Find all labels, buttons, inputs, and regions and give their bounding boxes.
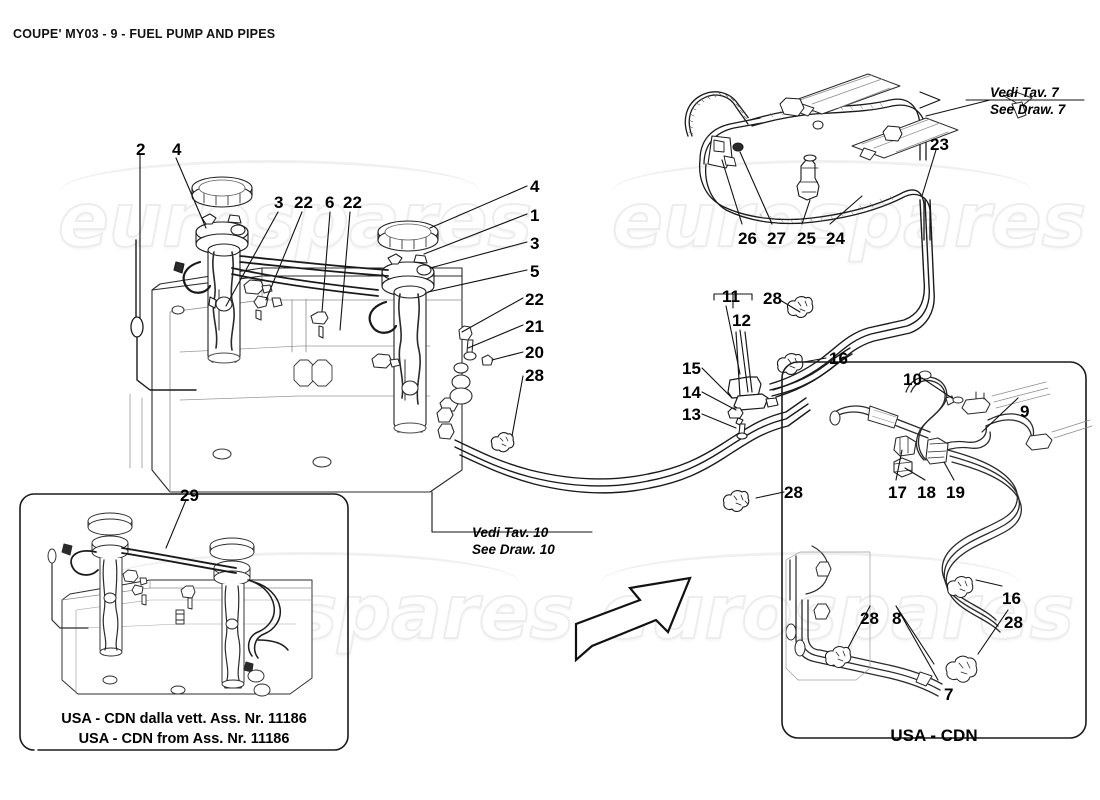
- callout-number: 6: [325, 193, 335, 212]
- callout-number-inset-right: 28: [860, 609, 879, 628]
- leader-lines: [139, 91, 1085, 681]
- callout-number: 20: [525, 343, 544, 362]
- inset-left-caption-it: USA - CDN dalla vett. Ass. Nr. 11186: [61, 711, 307, 727]
- reference-note-draw10: Vedi Tav. 10 See Draw. 10: [472, 524, 555, 559]
- reference-note-draw7-en: See Draw. 7: [990, 102, 1066, 118]
- callout-number-inset-left: 29: [180, 486, 199, 505]
- callout-number-inset-right: 10: [903, 370, 922, 389]
- callout-number: 22: [525, 290, 544, 309]
- callout-number-inset-right: 28: [1004, 613, 1023, 632]
- callout-number: 3: [274, 193, 284, 212]
- page-title: COUPE' MY03 - 9 - FUEL PUMP AND PIPES: [13, 27, 276, 41]
- callout-number: 2: [136, 140, 146, 159]
- inset-right-frame: [781, 361, 1087, 739]
- reference-note-draw10-en: See Draw. 10: [472, 542, 555, 558]
- pump-right-fittings: [436, 325, 515, 453]
- callout-number: 16: [829, 349, 848, 368]
- callout-number: 22: [294, 193, 313, 212]
- callout-number: 23: [930, 135, 949, 154]
- reference-note-draw10-it: Vedi Tav. 10: [472, 525, 549, 540]
- callout-number-inset-right: 7: [944, 685, 954, 704]
- callout-number: 28: [784, 483, 803, 502]
- reference-note-draw7: Vedi Tav. 7 See Draw. 7: [990, 84, 1065, 119]
- callout-number: 12: [732, 311, 751, 330]
- callout-number-inset-right: 8: [892, 609, 902, 628]
- engine-bay-hoses: [682, 73, 1033, 241]
- line-clip: [722, 490, 750, 512]
- callout-number-inset-right: 18: [917, 483, 936, 502]
- callout-number: 14: [682, 383, 701, 402]
- inset-right-drawing: [785, 370, 1093, 697]
- callout-number: 11: [722, 287, 740, 306]
- callout-number: 15: [682, 359, 701, 378]
- callout-number: 22: [343, 193, 362, 212]
- callout-number: 28: [763, 289, 782, 308]
- inset-left-caption-en: USA - CDN from Ass. Nr. 11186: [78, 730, 290, 747]
- callout-number-inset-right: 16: [1002, 589, 1021, 608]
- callout-number: 28: [525, 366, 544, 385]
- callout-number: 26: [738, 229, 757, 248]
- callout-number: 24: [826, 229, 845, 248]
- inset-left-frame: [19, 493, 349, 754]
- callout-number-inset-right: 9: [1020, 402, 1030, 421]
- callout-number: 5: [530, 262, 540, 281]
- inset-right-caption: USA - CDN: [890, 726, 978, 745]
- callout-number: 27: [767, 229, 786, 248]
- fuel-level-sender: [130, 239, 197, 391]
- callout-number: 25: [797, 229, 816, 248]
- fuel-pump-left: [173, 176, 253, 364]
- direction-arrow: [574, 576, 692, 663]
- callout-number: 4: [172, 140, 182, 159]
- callout-number: 4: [530, 177, 540, 196]
- reference-note-draw7-it: Vedi Tav. 7: [990, 85, 1059, 100]
- inset-left-caption: USA - CDN dalla vett. Ass. Nr. 11186 USA…: [20, 710, 348, 749]
- inset-left-drawing: [47, 512, 313, 697]
- callout-number: 1: [530, 206, 540, 225]
- callout-number-inset-right: 17: [888, 483, 907, 502]
- callout-number-inset-right: 19: [946, 483, 965, 502]
- callout-number: 13: [682, 405, 701, 424]
- callout-number: 21: [525, 317, 544, 336]
- fuel-pump-right: [368, 220, 439, 434]
- callout-number: 3: [530, 234, 540, 253]
- upper-right-lines: [769, 199, 935, 398]
